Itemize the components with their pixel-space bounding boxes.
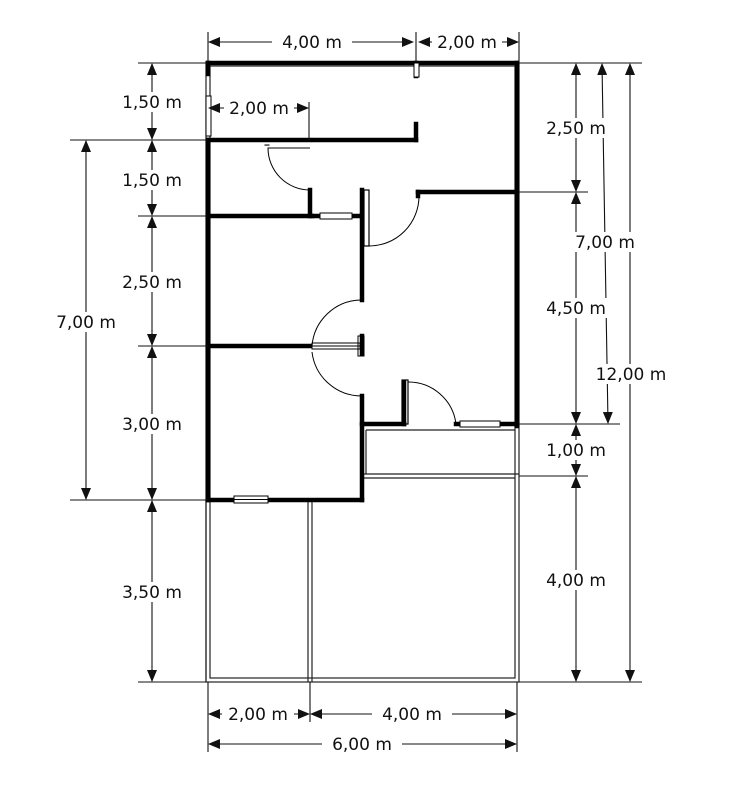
dim-bottom-total-width: 6,00 m <box>332 735 392 755</box>
dim-right-3: 1,00 m <box>546 441 606 461</box>
terrace-outline <box>205 61 520 683</box>
dim-left-3: 2,50 m <box>122 273 182 293</box>
dim-right-total: 12,00 m <box>596 365 667 385</box>
dimension-labels: 4,00 m 2,00 m 2,00 m 1,50 m 1,50 m 2,50 … <box>48 32 672 755</box>
dim-left-5: 3,50 m <box>122 583 182 603</box>
dim-inner-room-width: 2,00 m <box>229 99 289 119</box>
dim-top-right-width: 2,00 m <box>437 33 497 53</box>
dim-right-2: 4,50 m <box>546 299 606 319</box>
dim-bottom-right-width: 4,00 m <box>382 705 442 725</box>
dim-left-1: 1,50 m <box>122 93 182 113</box>
dim-left-4: 3,00 m <box>122 415 182 435</box>
windows <box>205 62 501 504</box>
doors <box>264 144 457 425</box>
dim-left-total: 7,00 m <box>56 313 116 333</box>
dim-right-sub-total: 7,00 m <box>575 233 635 253</box>
dim-right-4: 4,00 m <box>546 571 606 591</box>
walls <box>205 60 520 503</box>
dim-left-2: 1,50 m <box>122 171 182 191</box>
dim-top-left-width: 4,00 m <box>282 33 342 53</box>
dim-bottom-left-width: 2,00 m <box>228 705 288 725</box>
dim-right-1: 2,50 m <box>546 119 606 139</box>
